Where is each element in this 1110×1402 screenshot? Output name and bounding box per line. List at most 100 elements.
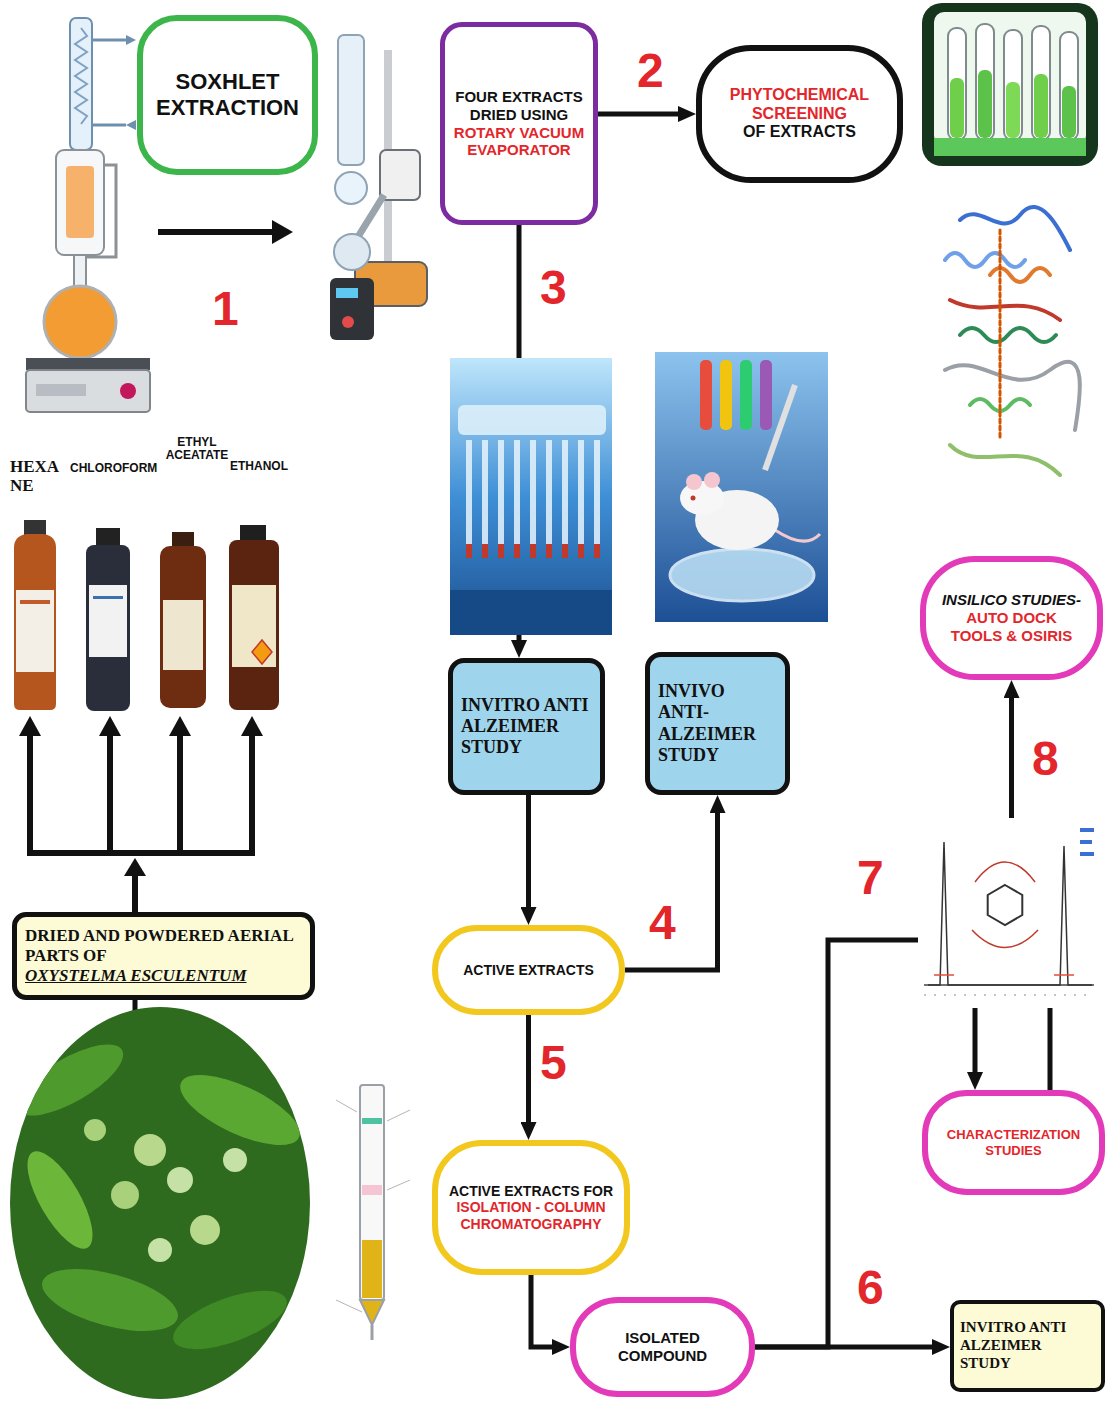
solvent-bottles — [14, 520, 279, 711]
solvent-supply-arrows — [19, 716, 263, 912]
pipette-tip — [514, 440, 520, 544]
mouse-ear — [704, 472, 720, 488]
study-box: INVITRO ANTI ALZEIMER STUDY — [448, 658, 605, 795]
bottle-cap — [172, 532, 194, 548]
controller-base — [330, 278, 374, 340]
benzene-ring — [988, 885, 1023, 925]
bottle-label — [16, 590, 54, 672]
node-text: ACTIVE EXTRACTS FOR — [448, 1183, 614, 1200]
sample-drop — [578, 544, 584, 558]
tube — [740, 360, 752, 430]
text-block: ISOLATED COMPOUND — [590, 1329, 735, 1364]
text-block: PHYTOCHEMICAL SCREENINGOF EXTRACTS — [716, 86, 883, 143]
text-block: CHARACTERIZATION STUDIES — [934, 1127, 1093, 1158]
solvent-label: ETHANOL — [230, 460, 288, 473]
arrow-line — [158, 229, 274, 235]
leaf — [166, 1279, 294, 1361]
photo-ground — [934, 12, 1086, 146]
pipette-tip — [594, 440, 600, 544]
node-text: INVITRO ANTI ALZEIMER STUDY — [461, 695, 592, 759]
pipette-tip — [562, 440, 568, 544]
solvent-label: HEXA NE — [10, 458, 66, 495]
peak-marker — [1080, 828, 1094, 832]
integral-mark — [1054, 974, 1074, 976]
photo-frame — [922, 3, 1098, 166]
hot-plate-knob — [120, 383, 136, 399]
node-text: INSILICO STUDIES- — [940, 591, 1083, 609]
chromatography-column — [336, 1085, 410, 1340]
hazard-sign — [252, 640, 272, 664]
pipette-tip — [530, 440, 536, 544]
arrow-head — [99, 716, 121, 736]
node-text: DRIED AND POWDERED AERIAL PARTS OF — [25, 926, 302, 966]
invivo-photo — [655, 352, 828, 622]
process-box: FOUR EXTRACTS DRIED USINGROTARY VACUUM E… — [440, 22, 598, 225]
condenser — [70, 18, 92, 150]
node-text: PHYTOCHEMICAL SCREENING — [716, 86, 883, 124]
protein-helix — [945, 253, 1025, 267]
column-outlet — [371, 1325, 374, 1340]
study-box: INVIVO ANTI-ALZEIMER STUDY — [645, 652, 790, 795]
bottle-label — [232, 585, 276, 667]
process-box: ACTIVE EXTRACTS FORISOLATION - COLUMN CH… — [432, 1140, 630, 1275]
protein-ribbon — [945, 362, 1080, 430]
leaf — [36, 1257, 185, 1343]
tube-liquid — [1034, 74, 1048, 138]
text-block: INVIVO ANTI-ALZEIMER STUDY — [658, 681, 777, 766]
node-text: ISOLATED COMPOUND — [590, 1329, 735, 1364]
ethyl-acetate-bottle — [160, 546, 206, 708]
node-text: OF EXTRACTS — [716, 123, 883, 142]
flow-arrow — [625, 809, 718, 970]
sample-drop — [594, 544, 600, 558]
tube-liquid — [950, 78, 964, 138]
node-text: ACTIVE EXTRACTS — [452, 962, 605, 979]
test-tube — [1004, 30, 1022, 140]
arrow-line — [249, 732, 255, 856]
pipette-tip — [578, 440, 584, 544]
plant-foliage — [7, 1031, 309, 1361]
bottle-cap — [240, 525, 266, 541]
spectrum-ground — [918, 818, 1100, 1008]
sample-drop — [530, 544, 536, 558]
arrow-line — [27, 850, 255, 856]
tube — [720, 360, 732, 430]
condenser — [338, 35, 364, 165]
leaf — [15, 1142, 105, 1257]
condenser-coil — [75, 28, 87, 124]
siphon-tube — [86, 165, 116, 257]
process-box: ACTIVE EXTRACTS — [432, 925, 625, 1015]
test-tube-photo — [922, 3, 1098, 166]
display — [336, 288, 358, 298]
flower-cluster — [223, 1148, 247, 1172]
leaf — [171, 1061, 309, 1159]
test-tube — [976, 24, 994, 140]
study-box: INVITRO ANTI ALZEIMER STUDY — [950, 1300, 1105, 1392]
arrow-head — [124, 858, 146, 876]
sample-drop — [546, 544, 552, 558]
flow-arrow — [526, 795, 531, 911]
arrow-head — [19, 716, 41, 736]
test-tube — [1032, 26, 1050, 140]
arrow-line — [27, 732, 33, 856]
evaporating-flask — [334, 234, 370, 270]
tube — [760, 360, 772, 430]
glass-column — [360, 1085, 384, 1300]
text-block: ACTIVE EXTRACTS FORISOLATION - COLUMN CH… — [448, 1183, 614, 1233]
peak-marker — [1080, 840, 1092, 844]
mouse-eye — [691, 496, 696, 501]
bottle-label — [163, 600, 203, 670]
step-number: 7 — [857, 852, 884, 905]
pipette-tip — [546, 440, 552, 544]
photo-ground — [655, 352, 828, 622]
leaf — [7, 1031, 133, 1129]
mouse-head — [680, 481, 724, 515]
sample-drop — [466, 544, 472, 558]
leader-line — [336, 1100, 357, 1112]
text-block: INVITRO ANTI ALZEIMER STUDY — [461, 695, 592, 759]
round-flask — [44, 286, 116, 358]
node-text: ISOLATION - COLUMN CHROMATOGRAPHY — [448, 1199, 614, 1232]
thimble — [66, 166, 94, 238]
process-box: ISOLATED COMPOUND — [570, 1297, 755, 1397]
receiving-flask — [335, 172, 367, 204]
leader-line — [387, 1110, 410, 1121]
